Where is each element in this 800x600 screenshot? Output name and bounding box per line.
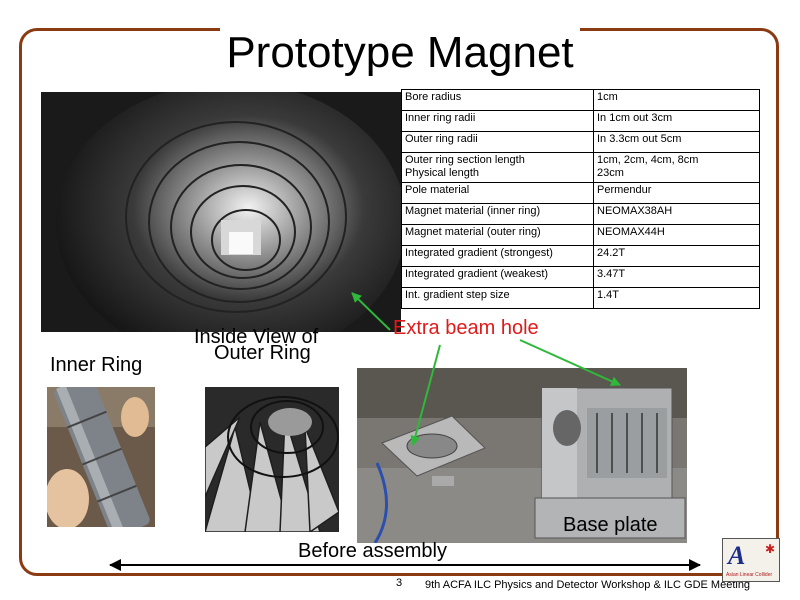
spec-key: Magnet material (inner ring): [401, 203, 594, 225]
spec-value: 1.4T: [593, 287, 760, 309]
spec-value: In 1cm out 3cm: [593, 110, 760, 132]
before-assembly-label: Before assembly: [298, 540, 447, 562]
spec-row: Magnet material (outer ring)NEOMAX44H: [401, 224, 760, 246]
spec-value: Permendur: [593, 182, 760, 204]
acfa-logo: A ✱ Asian Linear Collider: [722, 538, 780, 582]
inside-view-label: Inside View of: [194, 326, 319, 348]
logo-letter: A: [728, 541, 746, 570]
slide-title: Prototype Magnet: [0, 28, 800, 78]
spec-value: 3.47T: [593, 266, 760, 288]
spec-key: Integrated gradient (weakest): [401, 266, 594, 288]
spec-row: Magnet material (inner ring)NEOMAX38AH: [401, 203, 760, 225]
spec-row: Integrated gradient (strongest)24.2T: [401, 245, 760, 267]
magnet-bore-photo: [41, 92, 401, 332]
spec-key: Magnet material (outer ring): [401, 224, 594, 246]
outer-ring-photo: [205, 387, 339, 532]
base-plate-label: Base plate: [563, 514, 658, 536]
spec-value: 24.2T: [593, 245, 760, 267]
outer-ring-label: Outer Ring: [214, 342, 311, 364]
star-icon: ✱: [764, 542, 775, 556]
inner-ring-photo: [47, 387, 155, 527]
spec-key: Outer ring radii: [401, 131, 594, 153]
spec-value: 1cm: [593, 89, 760, 111]
spec-key: Inner ring radii: [401, 110, 594, 132]
page-number: 3: [396, 577, 403, 589]
spec-key: Bore radius: [401, 89, 594, 111]
spec-key: Int. gradient step size: [401, 287, 594, 309]
footer-text: 9th ACFA ILC Physics and Detector Worksh…: [425, 579, 751, 591]
inner-ring-label: Inner Ring: [50, 354, 143, 376]
assembly-photo: [357, 368, 687, 543]
spec-row: Integrated gradient (weakest)3.47T: [401, 266, 760, 288]
logo-subtext: Asian Linear Collider: [726, 572, 773, 578]
spec-value: NEOMAX38AH: [593, 203, 760, 225]
spec-key: Integrated gradient (strongest): [401, 245, 594, 267]
extra-beam-hole-label: Extra beam hole: [393, 317, 539, 339]
spec-value: NEOMAX44H: [593, 224, 760, 246]
spec-key: Pole material: [401, 182, 594, 204]
spec-value: In 3.3cm out 5cm: [593, 131, 760, 153]
